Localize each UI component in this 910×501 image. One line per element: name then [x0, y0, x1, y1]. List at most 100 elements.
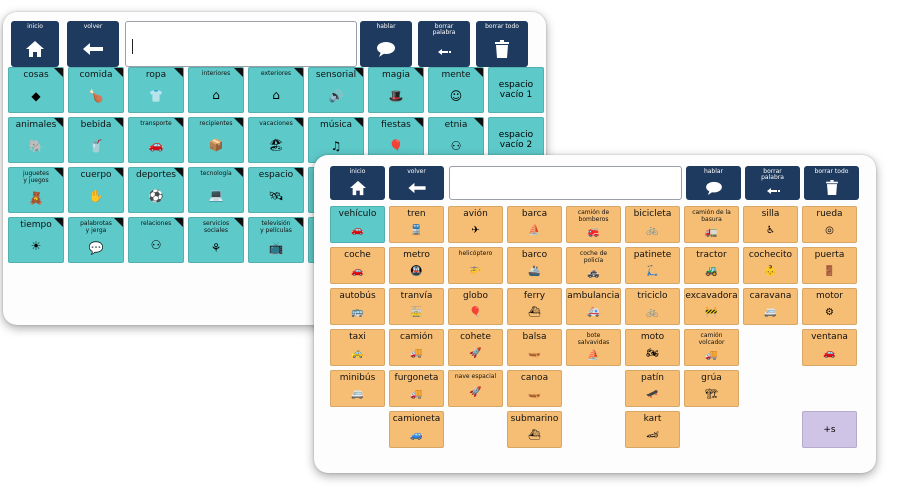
vehicle-puerta[interactable]: puerta🚪: [802, 247, 857, 284]
category-animales[interactable]: animales🐘: [8, 117, 64, 163]
vehicle-excavadora[interactable]: excavadora🚧: [684, 288, 739, 325]
category-sensorial[interactable]: sensorial🔊: [308, 67, 364, 113]
category-espacio-vacio-1[interactable]: espacio vacío 1: [488, 67, 544, 113]
vehicle-ferry[interactable]: ferry⛴: [507, 288, 562, 325]
category-relaciones[interactable]: relaciones⚇: [128, 217, 184, 263]
vehicle-metro[interactable]: metro🚇: [389, 247, 444, 284]
plural-button[interactable]: +s: [802, 411, 857, 448]
vehicle-furgoneta[interactable]: furgoneta🚚: [389, 370, 444, 407]
back-button[interactable]: volver: [67, 21, 119, 67]
vehicle-taxi[interactable]: taxi🚕: [330, 329, 385, 366]
speak-button[interactable]: hablar: [360, 21, 412, 67]
vehicle-coche-de-policia[interactable]: coche de policía🚓: [566, 247, 621, 284]
empty-cell: [802, 370, 857, 407]
vehicle-kart[interactable]: kart🏎: [625, 411, 680, 448]
animales-icon: 🐘: [28, 139, 44, 153]
vehicle-bicicleta[interactable]: bicicleta🚲: [625, 206, 680, 243]
back-button[interactable]: volver: [389, 166, 444, 200]
vehicle-patin[interactable]: patín🛹: [625, 370, 680, 407]
vehicle-ambulancia[interactable]: ambulancia🚑: [566, 288, 621, 325]
category-exteriores[interactable]: exteriores⌂: [248, 67, 304, 113]
category-magia[interactable]: magia🎩: [368, 67, 424, 113]
vehicle-cochecito[interactable]: cochecito👶: [743, 247, 798, 284]
vehicle-canoa[interactable]: canoa🛶: [507, 370, 562, 407]
vehicle-tren[interactable]: tren🚆: [389, 206, 444, 243]
category-ropa[interactable]: ropa👕: [128, 67, 184, 113]
category-vacaciones[interactable]: vacaciones🏖: [248, 117, 304, 163]
vehicle-vehiculo[interactable]: vehículo🚗: [330, 206, 385, 243]
cell-label: excavadora: [685, 291, 738, 301]
vehicle-globo[interactable]: globo🎈: [448, 288, 503, 325]
vehicle-bote-salvavidas[interactable]: bote salvavidas⛵: [566, 329, 621, 366]
vehicle-grua[interactable]: grúa🏗: [684, 370, 739, 407]
home-button[interactable]: inicio: [330, 166, 385, 200]
home-button[interactable]: inicio: [11, 21, 59, 67]
category-servicios-sociales[interactable]: servicios sociales⚘: [188, 217, 244, 263]
cell-label: vacaciones: [259, 120, 293, 127]
coche-icon: 🚗: [351, 265, 364, 277]
speak-button[interactable]: hablar: [686, 166, 741, 200]
sensorial-icon: 🔊: [328, 89, 344, 103]
category-recipientes[interactable]: recipientes📦: [188, 117, 244, 163]
category-comida[interactable]: comida🍗: [68, 67, 124, 113]
category-television-y-peliculas[interactable]: televisión y películas📺: [248, 217, 304, 263]
cuerpo-icon: ✋: [88, 189, 104, 203]
message-bar[interactable]: [125, 21, 357, 67]
category-cuerpo[interactable]: cuerpo✋: [68, 167, 124, 213]
motor-icon: ⚙: [825, 306, 834, 318]
vehicle-silla[interactable]: silla♿: [743, 206, 798, 243]
category-bebida[interactable]: bebida🥤: [68, 117, 124, 163]
kart-icon: 🏎: [646, 429, 659, 441]
vehicle-avion[interactable]: avión✈: [448, 206, 503, 243]
vehicle-camioneta[interactable]: camioneta🚙: [389, 411, 444, 448]
vehicle-minibus[interactable]: minibús🚐: [330, 370, 385, 407]
vehicle-barco[interactable]: barco🚢: [507, 247, 562, 284]
vehicle-patinete[interactable]: patinete🛴: [625, 247, 680, 284]
vehicle-balsa[interactable]: balsa🛶: [507, 329, 562, 366]
vehicle-helicoptero[interactable]: helicóptero🚁: [448, 247, 503, 284]
vehicle-nave-espacial[interactable]: nave espacial🚀: [448, 370, 503, 407]
vehicle-triciclo[interactable]: triciclo🚲: [625, 288, 680, 325]
vehicle-barca[interactable]: barca⛵: [507, 206, 562, 243]
cell-label: exteriores: [260, 70, 292, 77]
message-bar[interactable]: [449, 166, 682, 200]
vehicle-tranvia[interactable]: tranvía🚋: [389, 288, 444, 325]
vehicle-motor[interactable]: motor⚙: [802, 288, 857, 325]
category-deportes[interactable]: deportes⚽: [128, 167, 184, 213]
vehicle-moto[interactable]: moto🏍: [625, 329, 680, 366]
category-tecnologia[interactable]: tecnología💻: [188, 167, 244, 213]
barco-icon: 🚢: [528, 265, 541, 277]
category-mente[interactable]: mente☺: [428, 67, 484, 113]
cell-label: camión volcador: [698, 332, 725, 346]
vehicle-coche[interactable]: coche🚗: [330, 247, 385, 284]
vehicle-tractor[interactable]: tractor🚜: [684, 247, 739, 284]
category-transporte[interactable]: transporte🚗: [128, 117, 184, 163]
backspace-icon: [766, 181, 780, 200]
cell-label: tranvía: [400, 291, 433, 301]
vehicle-submarino[interactable]: submarino⛴: [507, 411, 562, 448]
category-interiores[interactable]: interiores⌂: [188, 67, 244, 113]
empty-cell: [330, 411, 385, 448]
delete-word-button[interactable]: borrar palabra: [745, 166, 800, 200]
category-juguetes-y-juegos[interactable]: juguetes y juegos🧸: [8, 167, 64, 213]
category-espacio[interactable]: espacio🛰: [248, 167, 304, 213]
delete-all-button[interactable]: borrar todo: [804, 166, 859, 200]
category-cosas[interactable]: cosas◆: [8, 67, 64, 113]
delete-word-button[interactable]: borrar palabra: [418, 21, 470, 67]
vehicle-cohete[interactable]: cohete🚀: [448, 329, 503, 366]
vehicle-camion[interactable]: camión🚚: [389, 329, 444, 366]
vehicle-camion-volcador[interactable]: camión volcador🚚: [684, 329, 739, 366]
category-palabrotas-y-jerga[interactable]: palabrotas y jerga💬: [68, 217, 124, 263]
barca-icon: ⛵: [528, 224, 541, 236]
delete-all-button[interactable]: borrar todo: [476, 21, 528, 67]
cell-label: submarino: [510, 414, 559, 424]
vehicle-ventana[interactable]: ventana🚗: [802, 329, 857, 366]
vehicle-caravana[interactable]: caravana🚐: [743, 288, 798, 325]
cell-label: coche de policía: [579, 250, 608, 264]
vehicle-camion-de-la-basura[interactable]: camión de la basura🚛: [684, 206, 739, 243]
vehicle-autobus[interactable]: autobús🚌: [330, 288, 385, 325]
back-label: volver: [407, 168, 426, 175]
category-tiempo[interactable]: tiempo☀: [8, 217, 64, 263]
vehicle-camion-de-bomberos[interactable]: camión de bomberos🚒: [566, 206, 621, 243]
vehicle-rueda[interactable]: rueda◎: [802, 206, 857, 243]
